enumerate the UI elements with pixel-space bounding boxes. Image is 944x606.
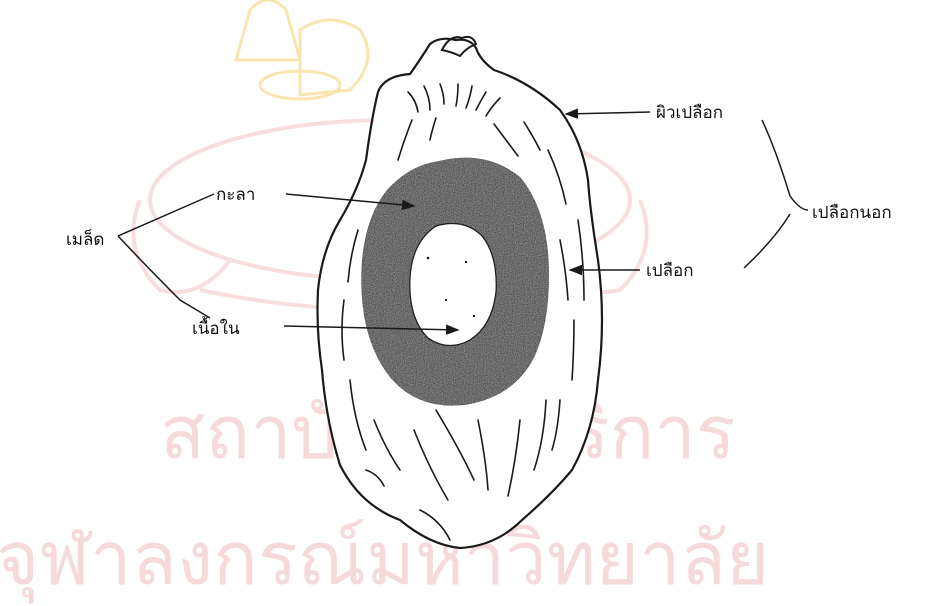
label-shell: เปลือก	[646, 261, 694, 281]
watermark-emblem-icon	[236, 0, 368, 99]
label-kernel: เนื้อใน	[192, 316, 240, 339]
label-skin: ผิวเปลือก	[656, 103, 723, 123]
label-seed: เมล็ด	[66, 228, 104, 250]
label-aril: กะลา	[216, 185, 255, 205]
watermark-line-2: จุฬาลงกรณ์มหาวิทยาลัย	[0, 516, 769, 604]
kernel	[410, 224, 496, 346]
label-outer-shell: เปลือกนอก	[812, 203, 892, 223]
arrow-skin	[566, 112, 650, 114]
outer-shell-bracket	[744, 120, 808, 268]
seed-bracket	[118, 194, 214, 318]
